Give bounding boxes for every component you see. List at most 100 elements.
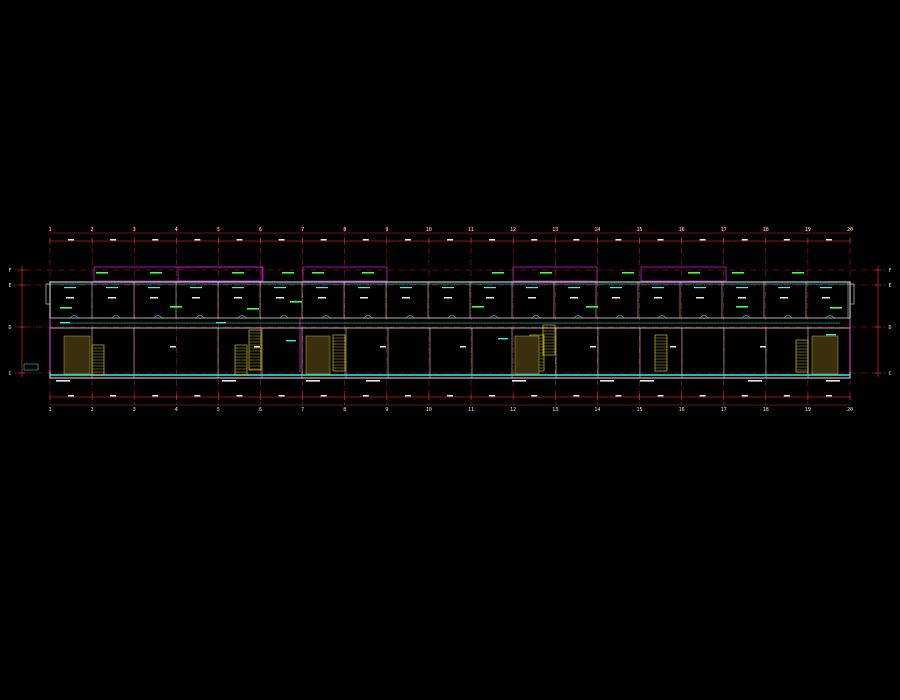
- pipe-label: [586, 306, 598, 308]
- pipe-branch: [694, 287, 706, 289]
- axis-label-top: 12: [510, 227, 516, 233]
- dimension-value: [236, 395, 243, 397]
- row-label-left: E: [8, 283, 11, 289]
- pipe-runs: [23, 266, 851, 376]
- row-label-right: D: [888, 325, 891, 331]
- pipe-label: [492, 272, 504, 274]
- pipe-branch: [568, 287, 580, 289]
- dimension-value: [783, 239, 790, 241]
- pipe-label: [312, 272, 324, 274]
- dimension-value: [152, 395, 159, 397]
- pipe-label: [60, 307, 72, 309]
- dimension-value: [657, 239, 664, 241]
- dimension-value: [404, 395, 411, 397]
- axis-label-top: 4: [175, 227, 178, 233]
- axis-label-top: 18: [763, 227, 769, 233]
- axis-label-top: 3: [133, 227, 136, 233]
- room-label: [254, 346, 260, 348]
- axis-label-bottom: 9: [385, 407, 388, 413]
- dimension-value: [68, 395, 75, 397]
- pipe-label: [170, 306, 182, 308]
- room-label: [670, 346, 676, 348]
- room-label: [192, 297, 200, 299]
- pipe-bend: [405, 315, 415, 319]
- axis-label-top: 8: [343, 227, 346, 233]
- pipe-label: [688, 272, 700, 274]
- pipe-label: [150, 272, 162, 274]
- axis-label-top: 17: [721, 227, 727, 233]
- axis-label-top: 14: [594, 227, 600, 233]
- fixture-label: [748, 380, 762, 382]
- room-label: [170, 346, 176, 348]
- fixture-label: [306, 380, 320, 382]
- axis-label-bottom: 17: [721, 407, 727, 413]
- room-label: [234, 297, 242, 299]
- pipe-branch: [400, 287, 412, 289]
- stair-outline: [248, 329, 262, 371]
- axis-label-bottom: 16: [679, 407, 685, 413]
- pipe-label: [540, 272, 552, 274]
- room-label: [590, 346, 596, 348]
- room-label: [738, 297, 746, 299]
- end-bay-east: [849, 283, 855, 305]
- axis-label-top: 19: [805, 227, 811, 233]
- pipe-branch: [442, 287, 454, 289]
- axis-label-top: 11: [468, 227, 474, 233]
- valve-label: [498, 338, 508, 340]
- duct-zone: [640, 266, 727, 282]
- axis-label-top: 15: [636, 227, 642, 233]
- pipe-bend: [741, 315, 751, 319]
- dimension-value: [615, 395, 622, 397]
- pipe-branch: [274, 287, 286, 289]
- dimension-value: [531, 395, 538, 397]
- room-label: [612, 297, 620, 299]
- stair-core: [63, 335, 91, 375]
- row-label-left: C: [8, 371, 11, 377]
- axis-label-bottom: 18: [763, 407, 769, 413]
- dimension-value: [404, 239, 411, 241]
- pipe-bend: [573, 315, 583, 319]
- pipe-bend: [783, 315, 793, 319]
- axis-label-top: 20: [847, 227, 853, 233]
- room-label: [528, 297, 536, 299]
- pipe-branch: [652, 287, 664, 289]
- axis-label-bottom: 11: [468, 407, 474, 413]
- row-label-left: D: [8, 325, 11, 331]
- pipe-label: [247, 308, 259, 310]
- dimension-value: [110, 395, 117, 397]
- pipe-branch: [736, 287, 748, 289]
- axis-label-top: 6: [259, 227, 262, 233]
- duct-zone: [302, 266, 388, 282]
- pipe-bend: [825, 315, 835, 319]
- pipe-bend: [363, 315, 373, 319]
- pipe-bend: [237, 315, 247, 319]
- room-label: [108, 297, 116, 299]
- pipe-bend: [111, 315, 121, 319]
- axis-label-top: 2: [91, 227, 94, 233]
- axis-label-bottom: 5: [217, 407, 220, 413]
- pipe-label: [736, 306, 748, 308]
- pipe-label: [282, 272, 294, 274]
- dimension-value: [194, 239, 201, 241]
- axis-label-bottom: 14: [594, 407, 600, 413]
- fixture-label: [366, 380, 380, 382]
- room-label: [318, 297, 326, 299]
- axis-label-top: 9: [385, 227, 388, 233]
- dimension-value: [783, 395, 790, 397]
- axis-label-top: 13: [552, 227, 558, 233]
- axis-label-top: 16: [679, 227, 685, 233]
- room-label: [570, 297, 578, 299]
- dimension-value: [825, 395, 832, 397]
- dimension-value: [194, 395, 201, 397]
- pipe-branch: [820, 287, 832, 289]
- stair-core: [811, 335, 839, 375]
- pipe-bend: [699, 315, 709, 319]
- pipe-bend: [489, 315, 499, 319]
- pipe-branch: [148, 287, 160, 289]
- room-label: [66, 297, 74, 299]
- axis-label-top: 1: [48, 227, 51, 233]
- room-label: [150, 297, 158, 299]
- pipe-branch: [232, 287, 244, 289]
- valve-label: [826, 334, 836, 336]
- dimension-value: [531, 239, 538, 241]
